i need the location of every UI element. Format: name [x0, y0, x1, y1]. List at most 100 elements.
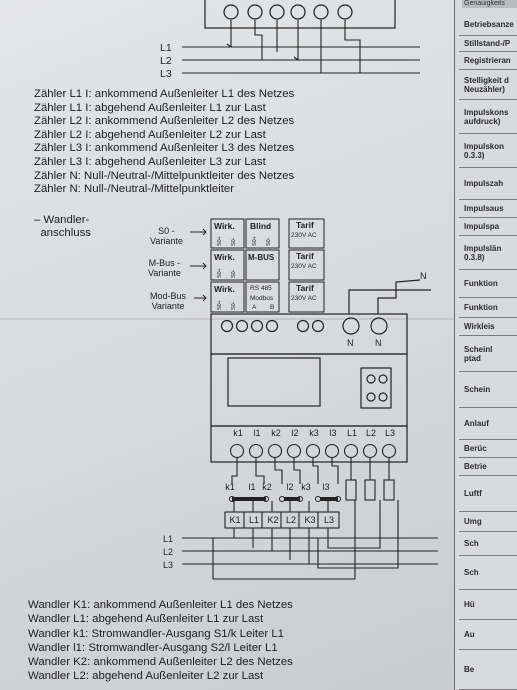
- spec-table-cell: Berüc: [459, 440, 517, 458]
- terminal-label: L2: [365, 428, 376, 438]
- terminal-label: k1: [233, 428, 243, 438]
- current-transformers: [229, 496, 341, 502]
- terminal-label: L3: [384, 428, 395, 438]
- mbus-wirk-pin-plus: S0+: [217, 268, 223, 278]
- s0-wirk-pin-plus: S0+: [217, 236, 223, 246]
- bus-label: L3: [323, 515, 334, 525]
- spec-table-cell: Impulslän 0.3.8): [459, 236, 517, 270]
- spec-table-cell: Stillstand-/P: [459, 36, 517, 52]
- legend-line: Zähler L2 I: ankommend Außenleiter L2 de…: [34, 115, 295, 128]
- bus-label: K3: [304, 515, 316, 525]
- terminal-label: k3: [309, 428, 319, 438]
- mbus-tarif-voltage: 230V AC: [291, 263, 317, 270]
- bus-label: K2: [267, 515, 279, 525]
- spec-table-cell: Impulskon 0.3.3): [459, 134, 517, 168]
- meter-bottom-terminals: [229, 443, 397, 501]
- n-terminal-label-1: N: [347, 338, 354, 348]
- variant-arrows: [190, 228, 207, 302]
- terminal-label: l2: [291, 428, 299, 438]
- modbus-label: Modbus: [250, 295, 274, 302]
- spec-table-header: Genauigkeits: [462, 0, 517, 8]
- bus-boxes: [224, 501, 340, 529]
- spec-table-cell: Betriebsanze: [459, 14, 517, 36]
- spec-table-cell: Wirkleis: [459, 318, 517, 336]
- legend-line: Wandler K2: ankommend Außenleiter L2 des…: [28, 656, 293, 669]
- terminal-label: l3: [329, 428, 337, 438]
- mbus-wirk-pin-minus: S0-: [231, 269, 237, 278]
- legend-line: Zähler L3 I: ankommend Außenleiter L3 de…: [34, 142, 295, 155]
- legend-line: Zähler L1 I: abgehend Außenleiter L1 zur…: [34, 101, 266, 114]
- bus-label: K1: [229, 515, 241, 525]
- spec-table-cell: Impulspa: [459, 218, 517, 236]
- ct-label: k1: [225, 482, 235, 492]
- ct-label: k3: [301, 482, 311, 492]
- legend-line: Wandler k1: Stromwandler-Ausgang S1/k Le…: [28, 627, 284, 640]
- n-terminal-label-2: N: [375, 338, 382, 348]
- modbus-variant-label: Mod-Bus Variante: [150, 291, 187, 311]
- spec-table-cell: Be: [459, 650, 517, 690]
- spec-table-cell: Sch: [459, 556, 517, 590]
- modbus-tarif-voltage: 230V AC: [291, 295, 317, 302]
- line-l3-label: L3: [163, 560, 173, 570]
- spec-table-cell: Anlauf: [459, 408, 517, 440]
- s0-wirk-label: Wirk.: [214, 221, 235, 231]
- spec-table-cell: Impulszah: [459, 168, 517, 200]
- legend-line: Zähler L3 I: abgehend Außenleiter L3 zur…: [34, 155, 266, 168]
- spec-table-cell: Sch: [459, 532, 517, 556]
- bottom-phase-lines: [182, 500, 438, 580]
- legend-line: Zähler L2 I: abgehend Außenleiter L2 zur…: [34, 128, 266, 141]
- modbus-a-label: A: [252, 304, 257, 311]
- meter-legend: Zähler L1 I: ankommend Außenleiter L1 de…: [34, 88, 294, 197]
- terminal-label: k2: [271, 428, 281, 438]
- s0-blind-label: Blind: [250, 221, 271, 231]
- spec-table-cell: Betrie: [459, 458, 517, 476]
- meter-housing: [210, 279, 431, 463]
- s0-variant-label: S0 - Variante: [150, 226, 183, 246]
- s0-variant-boxes: [210, 218, 325, 313]
- spec-table-cell: Hü: [459, 590, 517, 620]
- s0-blind-pin-plus: S0+: [252, 236, 258, 246]
- right-n-label: N: [420, 271, 427, 281]
- modbus-wirk-label: Wirk.: [214, 284, 235, 294]
- top-line-l3-label: L3: [160, 68, 172, 80]
- spec-table-cell: Stelligkeit d Neuzähler): [459, 70, 517, 100]
- spec-table-cell: Umg: [459, 512, 517, 532]
- mbus-tarif-label: Tarif: [296, 251, 314, 261]
- spec-table-cell: Funktion: [459, 270, 517, 298]
- spec-table-cell: Scheinl ptad: [459, 336, 517, 372]
- bus-label: L2: [285, 515, 296, 525]
- s0-blind-pin-minus: S0-: [266, 237, 272, 246]
- modbus-wirk-pin-plus: S0+: [217, 300, 223, 310]
- wandler-legend: Wandler K1: ankommend Außenleiter L1 des…: [28, 598, 293, 684]
- modbus-rs485-label: RS 485: [250, 285, 272, 292]
- ct-label: l3: [322, 482, 330, 492]
- ct-label: l2: [286, 482, 294, 492]
- wandler-section-title: – Wandler- anschluss: [34, 214, 91, 239]
- mbus-wirk-label: Wirk.: [214, 252, 235, 262]
- line-l1-label: L1: [163, 534, 173, 544]
- terminal-label: l1: [253, 428, 261, 438]
- s0-tarif-voltage: 230V AC: [291, 232, 317, 239]
- legend-line: Zähler N: Null-/Neutral-/Mittelpunktleit…: [34, 169, 295, 182]
- mbus-variant-label: M-Bus - Variante: [148, 258, 181, 278]
- spec-table-cell: Impulsaus: [459, 200, 517, 218]
- line-l2-label: L2: [163, 547, 173, 557]
- legend-line: Wandler L1: abgehend Außenleiter L1 zur …: [28, 613, 264, 626]
- top-line-l1-label: L1: [160, 42, 172, 54]
- s0-tarif-label: Tarif: [296, 220, 314, 230]
- spec-table-cell: Funktion: [459, 298, 517, 318]
- spec-table-cell: Impulskons aufdruck): [459, 100, 517, 134]
- top-line-l2-label: L2: [160, 55, 172, 67]
- s0-wirk-pin-minus: S0-: [231, 237, 237, 246]
- mbus-label: M-BUS: [248, 253, 275, 262]
- modbus-wirk-pin-minus: S0-: [231, 301, 237, 310]
- top-terminal-block: [204, 0, 396, 29]
- modbus-b-label: B: [270, 304, 274, 311]
- legend-line: Wandler l1: Stromwandler-Ausgang S2/l Le…: [28, 641, 278, 654]
- spec-table-cell: Au: [459, 620, 517, 650]
- ct-label: l1: [248, 482, 256, 492]
- spec-table-cell: Luftf: [459, 476, 517, 512]
- spec-table-cell: Registrieran: [459, 52, 517, 70]
